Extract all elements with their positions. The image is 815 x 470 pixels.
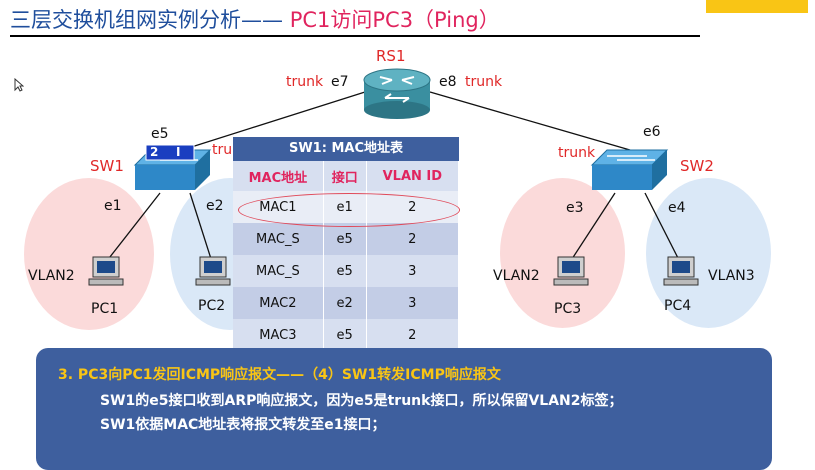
sw1-indicator-left: 2	[150, 145, 159, 159]
vlan-cell: 2	[366, 319, 460, 351]
pc1-vlan-label: VLAN2	[28, 268, 75, 284]
vlan2-zone-right	[500, 178, 625, 328]
table-row: MAC_S e5 2	[233, 223, 460, 255]
mac-cell: MAC3	[233, 319, 324, 351]
switch-sw2-icon	[590, 149, 669, 190]
link-sw1-pc1	[105, 192, 161, 263]
pc2-label: PC2	[198, 298, 226, 314]
sw1-port-indicator	[145, 144, 195, 161]
sw2-name: SW2	[680, 157, 714, 175]
vlan2-zone-left	[24, 178, 154, 330]
rs1-port-e7: e7	[331, 74, 349, 90]
pc4-icon	[663, 256, 699, 286]
sw2-port-e3: e3	[566, 200, 584, 216]
vlan-cell: 3	[366, 287, 460, 319]
sw1-indicator-right: I	[176, 145, 181, 159]
title-divider	[10, 35, 700, 37]
mouse-cursor-icon	[14, 78, 24, 92]
rs1-left-link-label: trunk	[286, 74, 324, 90]
table-row: MAC2 e2 3	[233, 287, 460, 319]
port-cell: e5	[323, 255, 367, 287]
vlan-cell: 2	[366, 223, 460, 255]
pc1-label: PC1	[91, 301, 119, 317]
pc4-label: PC4	[664, 298, 692, 314]
sw1-uplink-label: tru	[212, 142, 233, 158]
mac-table-header: MAC地址	[233, 161, 324, 191]
pc3-label: PC3	[554, 301, 582, 317]
page-title: 三层交换机组网实例分析—— PC1访问PC3（Ping）	[10, 4, 500, 34]
link-rs1-sw1	[181, 91, 366, 151]
sw1-port-e1: e1	[104, 198, 122, 214]
pc2-icon	[195, 256, 231, 286]
router-rs1-icon	[363, 68, 431, 119]
table-row: MAC3 e5 2	[233, 319, 460, 351]
sw1-name: SW1	[90, 157, 124, 175]
title-sub: PC1访问PC3（Ping）	[289, 8, 500, 32]
mac-cell: MAC_S	[233, 255, 324, 287]
link-rs1-sw2	[429, 91, 631, 151]
topology-diagram	[88, 68, 699, 286]
port-cell: e5	[323, 223, 367, 255]
pc4-vlan-label: VLAN3	[708, 268, 755, 284]
sw2-port-e4: e4	[668, 200, 686, 216]
sw1-port-e2: e2	[206, 198, 224, 214]
mac-table-header: 接口	[323, 161, 367, 191]
mac-table-header: VLAN ID	[366, 161, 460, 191]
vlan-cell: 3	[366, 255, 460, 287]
pc3-vlan-label: VLAN2	[493, 268, 540, 284]
rs1-port-e8: e8	[439, 74, 457, 90]
link-sw2-pc3	[569, 192, 616, 263]
link-sw1-pc2	[189, 192, 213, 263]
panel-text-line2: SW1依据MAC地址表将报文转发至e1接口；	[100, 417, 386, 433]
port-cell: e5	[323, 319, 367, 351]
panel-step-heading: 3. PC3向PC1发回ICMP响应报文——（4）SW1转发ICMP响应报文	[58, 367, 501, 383]
mac-address-table: SW1: MAC地址表 MAC地址 接口 VLAN ID MAC1 e1 2 M…	[233, 137, 460, 351]
mac-table-header-row: MAC地址 接口 VLAN ID	[233, 161, 460, 191]
explanation-panel: 3. PC3向PC1发回ICMP响应报文——（4）SW1转发ICMP响应报文 S…	[36, 348, 772, 470]
pc3-icon	[553, 256, 589, 286]
link-sw2-pc4	[644, 192, 681, 263]
vlan3-zone-right	[646, 178, 771, 328]
sw2-port-e6: e6	[643, 124, 661, 140]
table-row: MAC_S e5 3	[233, 255, 460, 287]
rs1-right-link-label: trunk	[465, 74, 503, 90]
router-name: RS1	[376, 47, 406, 65]
mac-cell: MAC2	[233, 287, 324, 319]
sw2-uplink-label: trunk	[558, 145, 596, 161]
port-cell: e2	[323, 287, 367, 319]
mac1-row-highlight	[238, 193, 460, 227]
mac-cell: MAC_S	[233, 223, 324, 255]
title-main: 三层交换机组网实例分析——	[10, 8, 290, 32]
pc1-icon	[88, 256, 124, 286]
corner-badge	[706, 0, 808, 13]
mac-table-title: SW1: MAC地址表	[233, 137, 459, 161]
sw1-port-e5: e5	[151, 126, 169, 142]
panel-text-line1: SW1的e5接口收到ARP响应报文，因为e5是trunk接口，所以保留VLAN2…	[100, 393, 623, 409]
